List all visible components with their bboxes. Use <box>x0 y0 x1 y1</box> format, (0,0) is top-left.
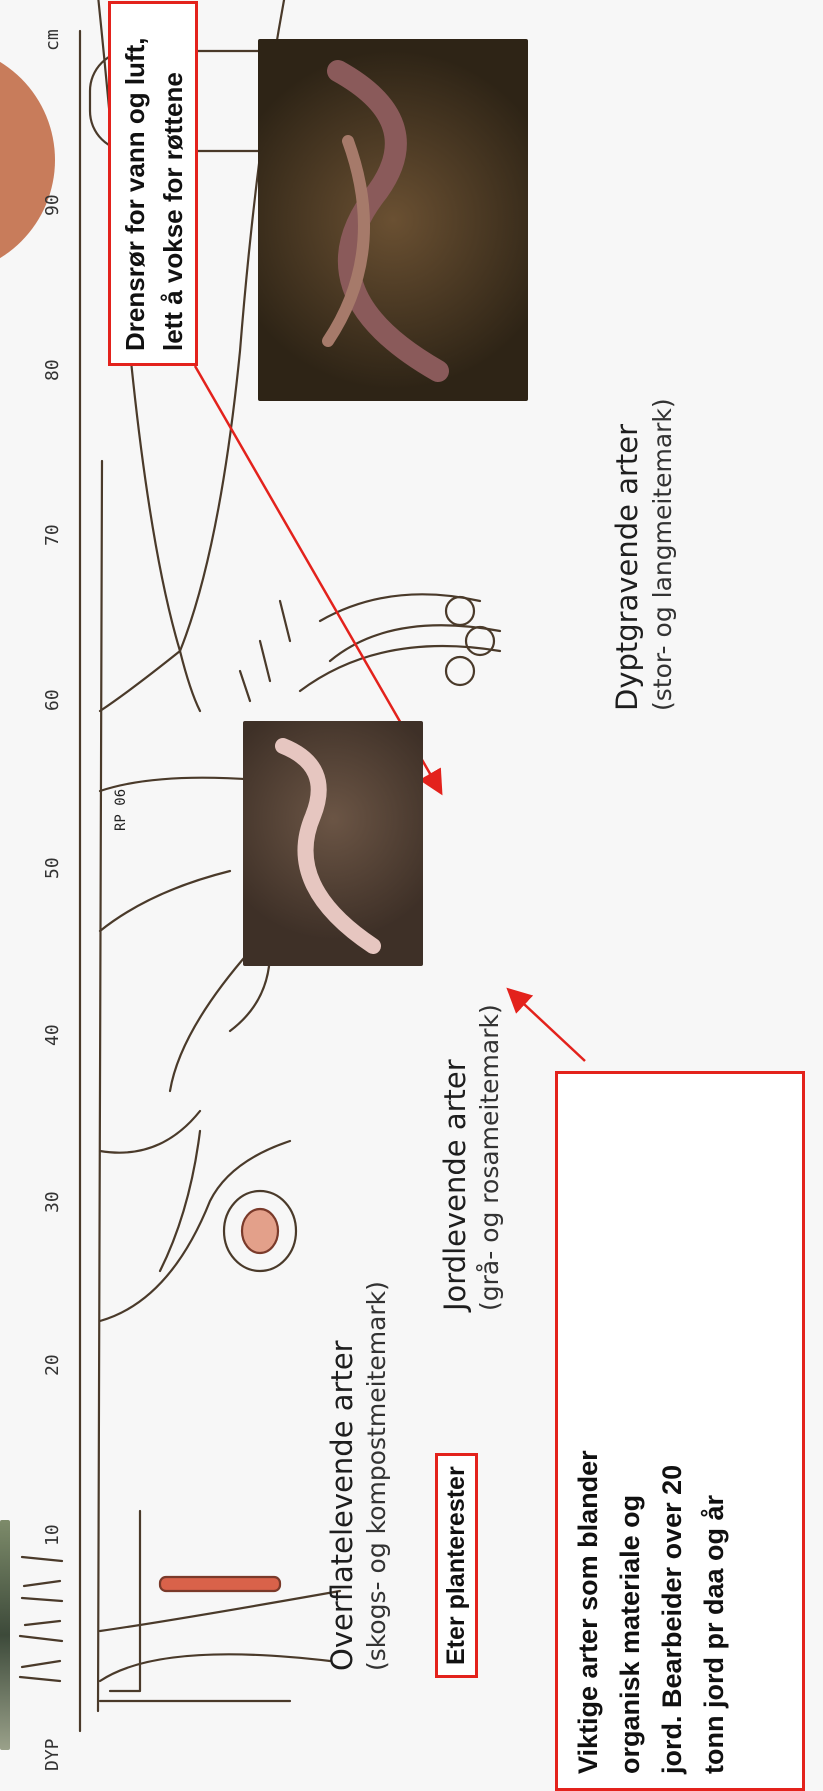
soil-callout-arrow <box>510 991 585 1061</box>
soil-worm-photo <box>243 721 423 966</box>
deep-worm-photo <box>258 39 528 401</box>
